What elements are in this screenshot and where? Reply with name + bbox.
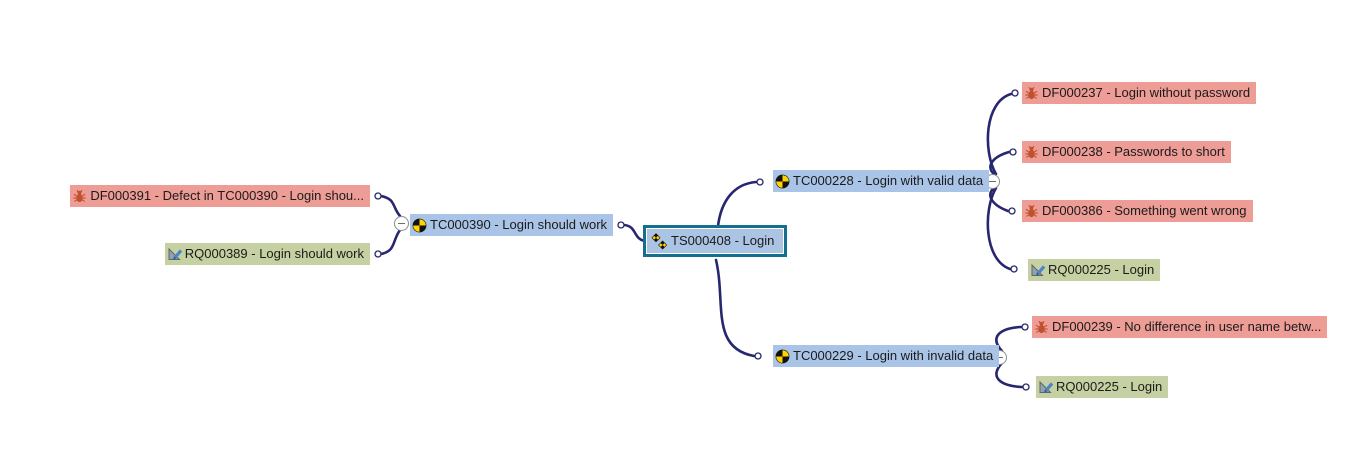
node-label: RQ000389 - Login should work — [184, 246, 364, 261]
double-marker-icon — [651, 232, 668, 250]
node-label: DF000386 - Something went wrong — [1042, 203, 1247, 218]
connector-curve — [986, 186, 1012, 271]
bug-icon — [1025, 204, 1038, 217]
node-label: TC000390 - Login should work — [430, 217, 608, 232]
node-ts000408-root[interactable]: TS000408 - Login — [643, 225, 788, 257]
node-label: RQ000225 - Login — [1056, 379, 1163, 394]
connector-curve — [716, 180, 758, 228]
node-rq000225-invalid[interactable]: RQ000225 - Login — [1036, 376, 1169, 398]
connector-anchor — [756, 178, 764, 186]
node-tc000390[interactable]: TC000390 - Login should work — [410, 214, 614, 236]
pencil-triangle-icon — [168, 247, 182, 260]
node-rq000389[interactable]: RQ000389 - Login should work — [164, 243, 370, 265]
node-tc000229[interactable]: TC000229 - Login with invalid data — [773, 345, 1000, 367]
connector-anchor — [374, 192, 382, 200]
connector-curve — [989, 185, 1010, 213]
bug-icon — [1025, 145, 1038, 158]
bug-icon — [73, 189, 86, 202]
connector-anchor — [1009, 148, 1017, 156]
node-df000239[interactable]: DF000239 - No difference in user name be… — [1032, 316, 1328, 338]
node-label: TC000229 - Login with invalid data — [793, 348, 994, 363]
node-df000386[interactable]: DF000386 - Something went wrong — [1022, 200, 1253, 222]
connector-anchor — [754, 352, 762, 360]
crash-test-marker-icon — [775, 349, 790, 363]
connector-anchor — [1011, 89, 1019, 97]
connector-curve — [714, 258, 756, 358]
node-label: TS000408 - Login — [671, 233, 775, 248]
connector-anchor — [1010, 265, 1018, 273]
pencil-triangle-icon — [1039, 380, 1053, 393]
connector-anchor — [1021, 323, 1029, 331]
connector-curve — [379, 194, 402, 218]
node-label: TC000228 - Login with valid data — [793, 173, 984, 188]
bug-icon — [1025, 86, 1038, 99]
connector-curve — [989, 150, 1011, 177]
collapse-button-tc000390[interactable] — [394, 216, 409, 231]
connector-anchor — [1022, 383, 1030, 391]
connector-curve — [995, 325, 1023, 353]
node-df000391[interactable]: DF000391 - Defect in TC000390 - Login sh… — [70, 185, 370, 207]
node-rq000225-valid[interactable]: RQ000225 - Login — [1028, 259, 1161, 281]
crash-test-marker-icon — [412, 218, 427, 232]
connector-anchor — [617, 221, 625, 229]
crash-test-marker-icon — [775, 174, 790, 188]
connector-curve — [622, 223, 647, 243]
node-df000237[interactable]: DF000237 - Login without password — [1022, 82, 1257, 104]
node-label: DF000237 - Login without password — [1042, 85, 1251, 100]
node-label: DF000238 - Passwords to short — [1042, 144, 1225, 159]
node-label: DF000391 - Defect in TC000390 - Login sh… — [90, 188, 364, 203]
node-label: DF000239 - No difference in user name be… — [1052, 319, 1322, 334]
node-label: RQ000225 - Login — [1048, 262, 1155, 277]
connector-curve — [995, 361, 1024, 389]
connector-anchor — [1008, 207, 1016, 215]
connector-curve — [986, 92, 1013, 176]
connector-curve — [379, 228, 402, 256]
connector-anchor — [374, 250, 382, 258]
node-tc000228[interactable]: TC000228 - Login with valid data — [773, 170, 990, 192]
node-df000238[interactable]: DF000238 - Passwords to short — [1022, 141, 1231, 163]
pencil-triangle-icon — [1031, 263, 1045, 276]
bug-icon — [1035, 320, 1048, 333]
